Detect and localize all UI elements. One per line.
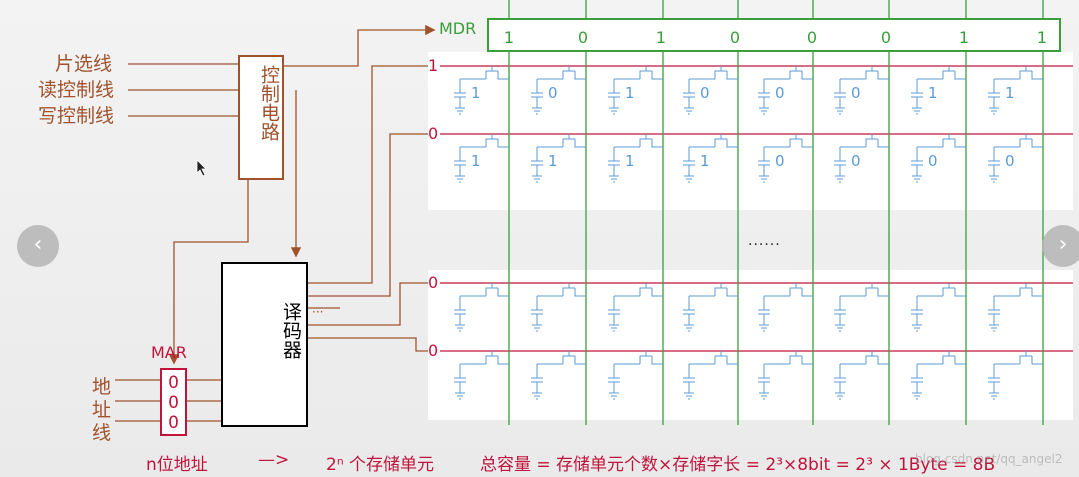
- memory-cell: [531, 134, 586, 183]
- memory-cell: [988, 283, 1043, 332]
- decoder-output-dots: ···: [312, 305, 324, 319]
- memory-cell: [758, 134, 813, 183]
- arrow-text: —>: [258, 450, 290, 470]
- memory-cell: [454, 134, 509, 183]
- mdr-label: MDR: [439, 19, 477, 38]
- cell-value: 0: [1005, 152, 1015, 170]
- cell-value: 1: [1005, 84, 1015, 102]
- cell-value: 1: [471, 152, 481, 170]
- row-select-value: 0: [428, 273, 439, 292]
- mdr-bit: 0: [880, 28, 892, 47]
- memory-cell: [911, 66, 966, 115]
- cell-value: 0: [851, 152, 861, 170]
- cell-value: 1: [928, 84, 938, 102]
- prev-slide-button[interactable]: ‹: [17, 225, 59, 267]
- memory-cell: [454, 66, 509, 115]
- cell-value: 1: [625, 84, 635, 102]
- memory-cell: [608, 66, 663, 115]
- memory-cell: [834, 134, 889, 183]
- mdr-bit: 1: [655, 28, 667, 47]
- read-control-label: 读控制线: [38, 79, 115, 101]
- memory-cell: [531, 66, 586, 115]
- address-line-label: 址: [92, 399, 112, 421]
- control-circuit-label: 控制电路: [258, 65, 280, 141]
- control-circuit-box: 控制电路: [238, 55, 284, 180]
- mdr-bit: 0: [806, 28, 818, 47]
- decoder-box: 译码器: [221, 262, 308, 427]
- watermark: blog.csdn.net/qq_angel2: [915, 452, 1063, 466]
- cell-value: 1: [471, 84, 481, 102]
- cell-value: 0: [928, 152, 938, 170]
- memory-cell: [834, 66, 889, 115]
- address-line-label: 线: [92, 422, 112, 444]
- memory-cell: [834, 283, 889, 332]
- mar-bit: 0: [168, 393, 179, 413]
- memory-cell: [608, 283, 663, 332]
- memory-cell: [758, 283, 813, 332]
- mar-label: MAR: [151, 343, 187, 362]
- memory-cell: [531, 283, 586, 332]
- memory-cell: [683, 283, 738, 332]
- address-bits-text: n位地址: [146, 455, 208, 475]
- next-slide-button[interactable]: ›: [1042, 225, 1079, 267]
- row-select-value: 0: [428, 124, 439, 143]
- cell-value: 1: [548, 152, 558, 170]
- chip-select-label: 片选线: [55, 53, 113, 75]
- memory-cell: [531, 351, 586, 400]
- memory-cell: [834, 351, 889, 400]
- memory-cell: [758, 66, 813, 115]
- memory-cell: [758, 351, 813, 400]
- mdr-bit: 0: [577, 28, 589, 47]
- memory-cell: [608, 134, 663, 183]
- cell-value: 1: [700, 152, 710, 170]
- memory-cell: [911, 283, 966, 332]
- decoder-label: 译码器: [280, 302, 302, 359]
- memory-cell: [454, 283, 509, 332]
- address-line-label: 地: [92, 376, 112, 398]
- row-select-value: 0: [428, 341, 439, 360]
- memory-cell: [454, 351, 509, 400]
- memory-cell: [911, 351, 966, 400]
- memory-cell: [988, 134, 1043, 183]
- memory-cell: [683, 134, 738, 183]
- cell-value: 0: [775, 152, 785, 170]
- memory-cell: [911, 134, 966, 183]
- mar-register: 0 0 0: [160, 368, 187, 436]
- capacity-formula: 总容量 = 存储单元个数×存储字长 = 2³×8bit = 2³ × 1Byte…: [480, 455, 996, 475]
- cell-value: 0: [851, 84, 861, 102]
- mdr-bit: 0: [729, 28, 741, 47]
- memory-cell: [988, 66, 1043, 115]
- row-select-value: 1: [428, 56, 439, 75]
- memory-cell: [683, 66, 738, 115]
- memory-cell: [683, 351, 738, 400]
- mouse-cursor-icon: [196, 159, 207, 177]
- memory-cell: [608, 351, 663, 400]
- mar-bit: 0: [168, 373, 179, 393]
- mdr-bit: 1: [958, 28, 970, 47]
- units-text: 2ⁿ 个存储单元: [326, 455, 434, 475]
- write-control-label: 写控制线: [38, 105, 115, 127]
- more-rows-ellipsis: ......: [748, 233, 781, 249]
- cell-value: 0: [548, 84, 558, 102]
- cell-value: 0: [775, 84, 785, 102]
- mar-bit: 0: [168, 413, 179, 433]
- mdr-bit: 1: [503, 28, 515, 47]
- memory-cell: [988, 351, 1043, 400]
- cell-value: 1: [625, 152, 635, 170]
- cell-value: 0: [700, 84, 710, 102]
- mdr-bit: 1: [1036, 28, 1048, 47]
- mdr-register: 1 0 1 0 0 0 1 1: [487, 18, 1061, 52]
